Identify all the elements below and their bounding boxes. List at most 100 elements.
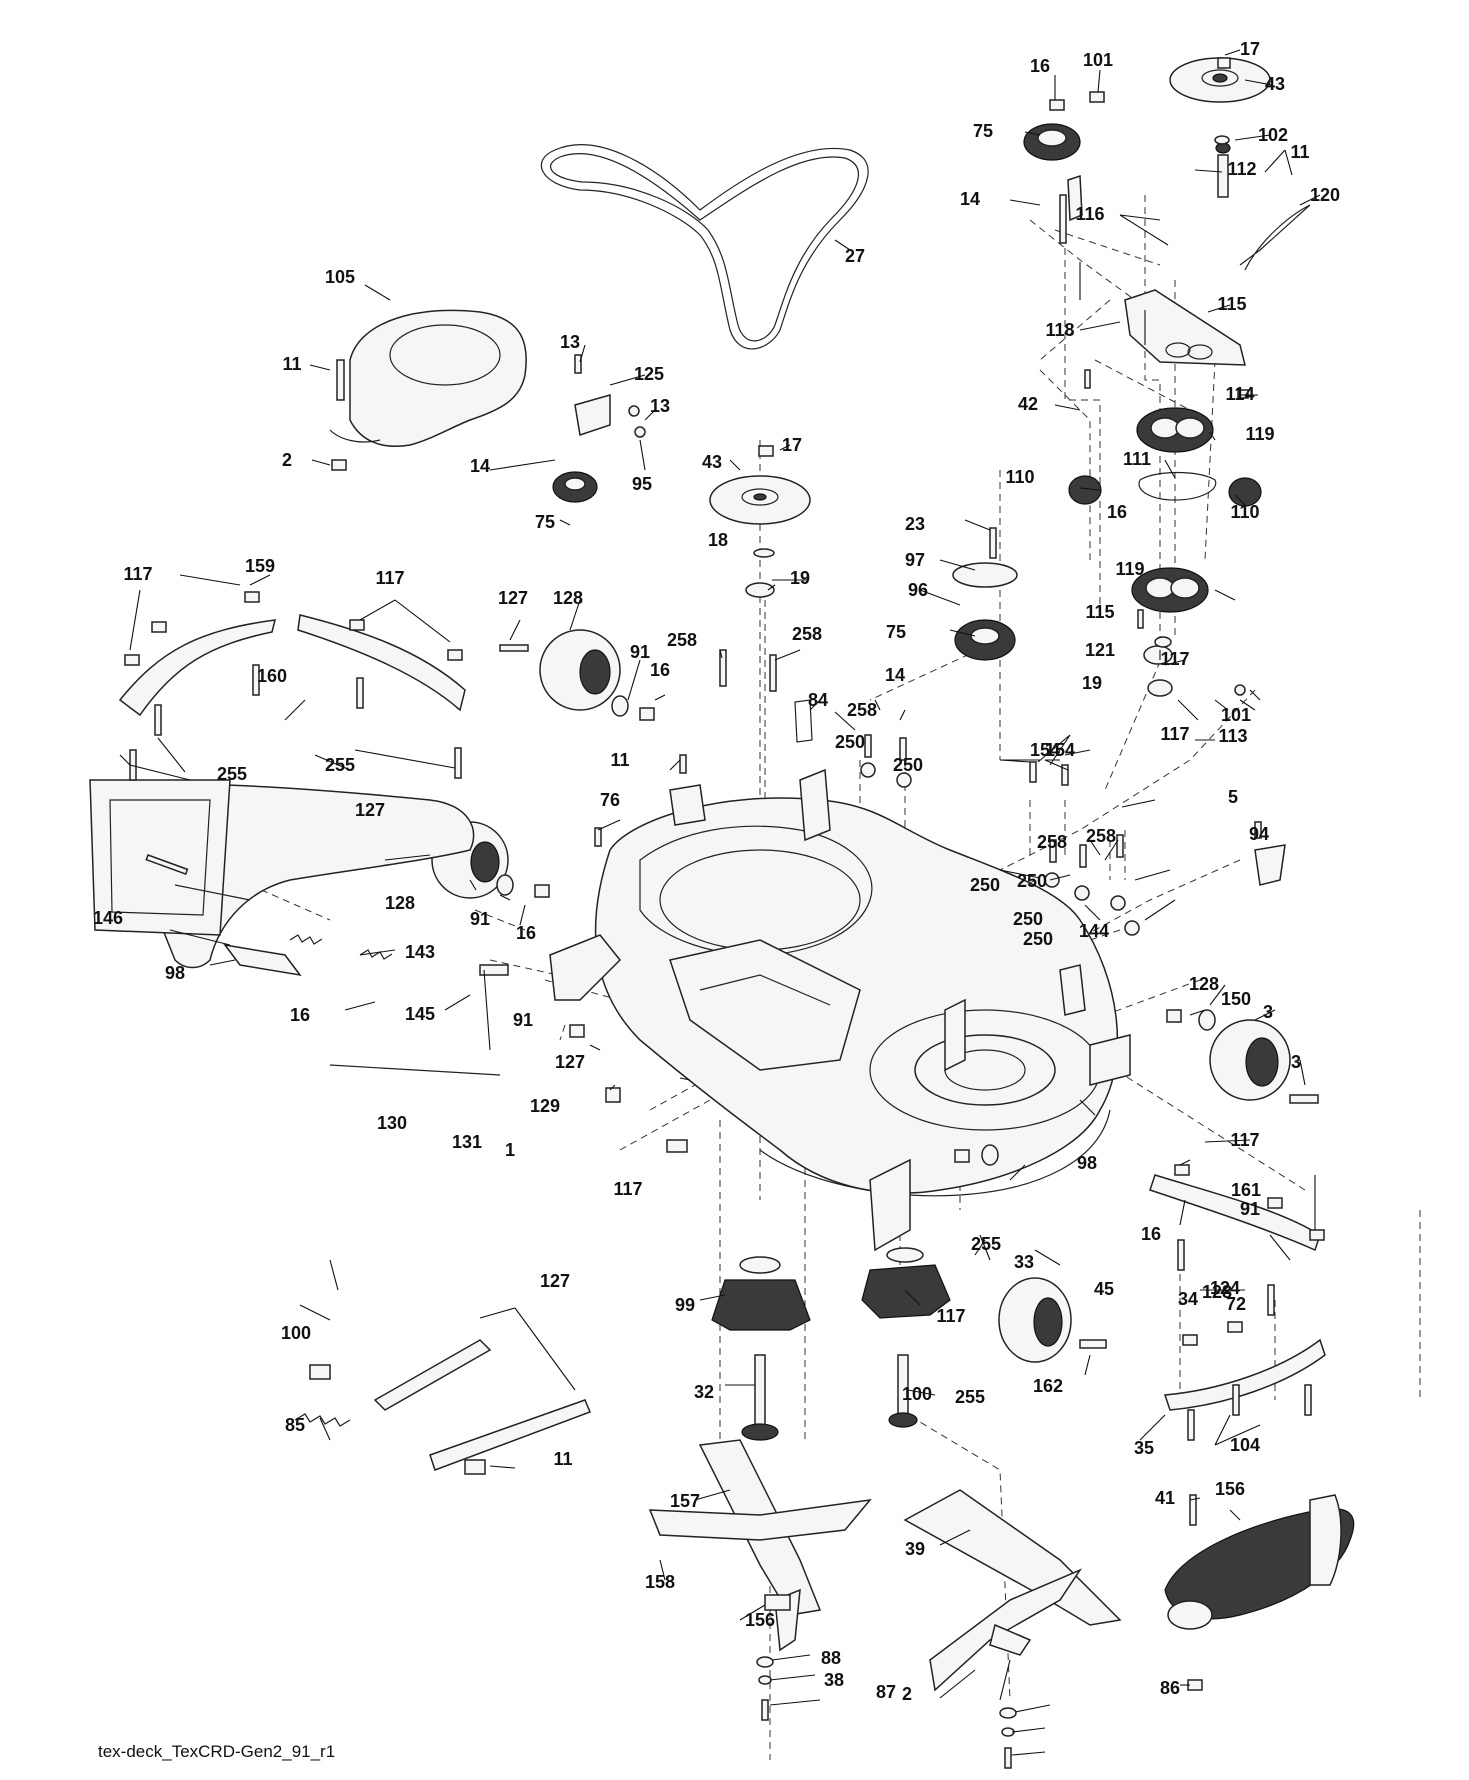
washer-icon: [896, 772, 912, 788]
callout-label: 98: [1077, 1153, 1097, 1173]
gauge-wheel-mid-right: [1209, 1019, 1291, 1101]
washer-icon: [634, 426, 646, 438]
bolt-icon: [679, 754, 687, 774]
bolt-icon: [336, 359, 345, 401]
callout-label: 258: [792, 624, 822, 644]
callout-label: 45: [1094, 1279, 1114, 1299]
mower-deck-housing: [549, 768, 1131, 1252]
callout-label: 124: [1210, 1278, 1240, 1298]
spindle-housing-icon: [711, 1279, 811, 1331]
spring-icon: [359, 949, 393, 960]
callout-label: 3: [1291, 1052, 1301, 1072]
bolt-icon: [864, 734, 872, 758]
callout-label: 159: [245, 556, 275, 576]
callout-label: 120: [1310, 185, 1340, 205]
callout-label: 41: [1155, 1488, 1175, 1508]
callout-label: 150: [1221, 989, 1251, 1009]
bolt-icon: [719, 649, 727, 687]
discharge-chute: [89, 779, 475, 969]
bracket-icon: [1067, 174, 1083, 222]
baffles: [118, 614, 1326, 1411]
callout-label: 16: [516, 923, 536, 943]
callout-label: 2: [902, 1684, 912, 1704]
washer-icon: [860, 762, 876, 778]
callout-label: 158: [645, 1572, 675, 1592]
callout-label: 1: [505, 1140, 515, 1160]
spring-icon: [294, 1413, 351, 1427]
bolt-icon: [454, 747, 462, 779]
spring-icon: [289, 934, 323, 945]
drive-belt: [540, 144, 869, 350]
callout-label: 19: [790, 568, 810, 588]
callout-label: 117: [1160, 649, 1189, 669]
blade-assembly-right: [903, 1489, 1122, 1692]
bolt-icon: [464, 1459, 486, 1475]
callout-label: 18: [708, 530, 728, 550]
bolt-icon: [356, 677, 364, 709]
callout-label: 39: [905, 1539, 925, 1559]
callout-label: 121: [1085, 640, 1115, 660]
nut-icon: [639, 707, 655, 721]
belt-cover-icon: [349, 309, 527, 447]
nut-icon: [605, 1087, 621, 1103]
callout-label: 17: [782, 435, 802, 455]
callout-label: 23: [905, 514, 925, 534]
bolt-icon: [1177, 1239, 1185, 1271]
bolt-icon: [761, 1699, 769, 1721]
callout-label: 127: [540, 1271, 570, 1291]
nut-icon: [1267, 1197, 1283, 1209]
callout-label: 91: [1240, 1199, 1260, 1219]
callout-label: 258: [667, 630, 697, 650]
callout-label: 145: [405, 1004, 435, 1024]
callout-label: 117: [123, 564, 152, 584]
bolt-icon: [1079, 1339, 1107, 1349]
belt-cover-right: [1164, 1494, 1355, 1630]
callout-label: 110: [1005, 467, 1034, 487]
bolt-icon: [1254, 821, 1262, 839]
callout-label: 255: [955, 1387, 985, 1407]
callout-label: 154: [1030, 740, 1060, 760]
callout-label: 110: [1230, 502, 1259, 522]
bolt-icon: [1187, 1409, 1195, 1441]
gauge-wheel-lower: [998, 1277, 1072, 1363]
callout-label: 127: [498, 588, 528, 608]
callout-label: 131: [452, 1132, 482, 1152]
bolt-icon: [252, 664, 260, 696]
washer-icon: [999, 1707, 1017, 1719]
washer-icon: [1124, 920, 1140, 936]
bolt-icon: [479, 964, 509, 976]
gear-icon: [1228, 477, 1262, 507]
callout-label: 125: [634, 364, 664, 384]
callout-label: 16: [1107, 502, 1127, 522]
fasteners: [124, 57, 1325, 1769]
callout-label: 115: [1217, 294, 1246, 314]
nut-icon: [954, 1149, 970, 1163]
callout-label: 118: [1045, 320, 1074, 340]
callout-label: 117: [613, 1179, 642, 1199]
callout-label: 97: [905, 550, 925, 570]
callout-label: 250: [1023, 929, 1053, 949]
callout-label: 94: [1249, 824, 1269, 844]
baffle-icon: [1163, 1338, 1326, 1411]
nut-icon: [1217, 57, 1231, 69]
callout-label: 11: [553, 1449, 572, 1469]
callout-label: 27: [845, 246, 865, 266]
callout-label: 99: [675, 1295, 695, 1315]
callout-label: 128: [1189, 974, 1219, 994]
callout-label: 86: [1160, 1678, 1180, 1698]
bolt-icon: [1084, 369, 1091, 389]
callout-label: 161: [1231, 1180, 1261, 1200]
bolt-icon: [499, 644, 529, 652]
callout-label: 43: [1265, 74, 1285, 94]
callout-label: 33: [1014, 1252, 1034, 1272]
callout-label: 154: [1045, 740, 1075, 760]
callout-label: 143: [405, 942, 435, 962]
bolt-icon: [154, 704, 162, 736]
nut-icon: [331, 459, 347, 471]
baffle-icon: [297, 614, 466, 712]
callout-label: 98: [165, 963, 185, 983]
callout-label: 35: [1134, 1438, 1154, 1458]
callout-label: 13: [560, 332, 580, 352]
callout-label: 160: [257, 666, 287, 686]
